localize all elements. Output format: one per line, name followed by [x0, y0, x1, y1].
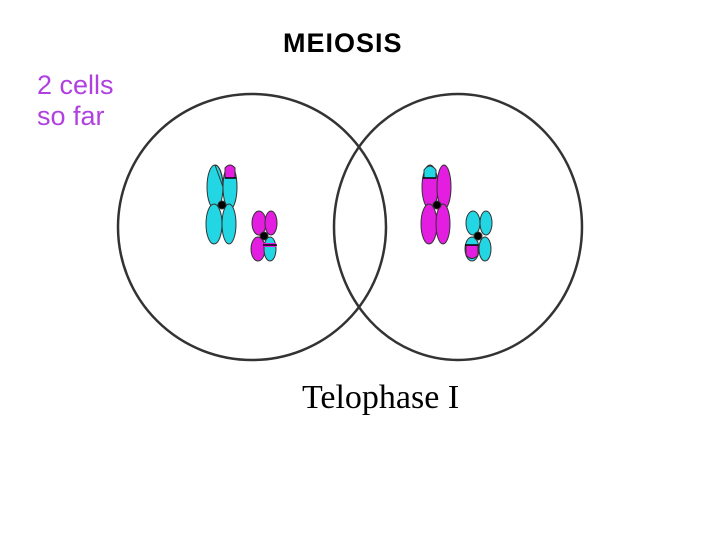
chromosome-left-small — [251, 211, 277, 261]
chromosome-right-small — [465, 211, 492, 261]
phase-caption: Telophase I — [302, 381, 459, 415]
right-cell — [334, 94, 582, 360]
chromosome-right-large — [421, 165, 451, 244]
chromosome-left-large — [206, 165, 237, 244]
